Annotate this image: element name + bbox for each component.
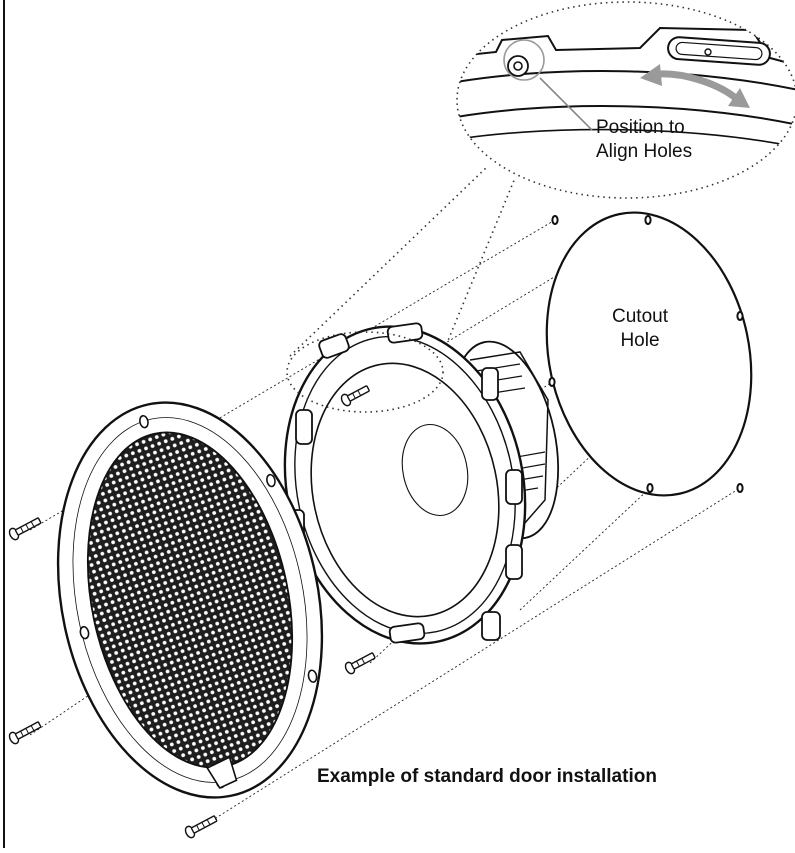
speaker-dust-cap <box>401 423 469 517</box>
grille <box>56 401 324 799</box>
screw-3 <box>184 815 218 839</box>
screw-1 <box>8 517 42 541</box>
cutout-hole <box>545 211 753 497</box>
screw-2 <box>8 721 42 745</box>
cutout-label-line1: Cutout <box>612 306 669 327</box>
wall-screw-holes <box>548 215 744 493</box>
alignment-hole-icon <box>507 55 529 77</box>
align-label-line2: Align Holes <box>596 141 692 162</box>
cutout-label-line2: Hole <box>620 330 659 351</box>
screws <box>8 385 376 839</box>
screw-5 <box>344 652 376 675</box>
installation-caption: Example of standard door installation <box>317 766 657 787</box>
rotate-arrow-icon <box>640 64 750 108</box>
align-leader <box>539 77 593 131</box>
speaker <box>283 322 560 645</box>
rim-highlight <box>286 331 444 413</box>
grille-tab <box>206 756 238 789</box>
adjust-slot-icon <box>667 36 771 66</box>
speaker-lugs <box>287 322 523 644</box>
zoom-detail: Position to Align Holes <box>456 1 795 199</box>
speaker-cone <box>310 362 500 618</box>
align-label-line1: Position to <box>596 117 685 138</box>
screw-4 <box>340 385 370 407</box>
